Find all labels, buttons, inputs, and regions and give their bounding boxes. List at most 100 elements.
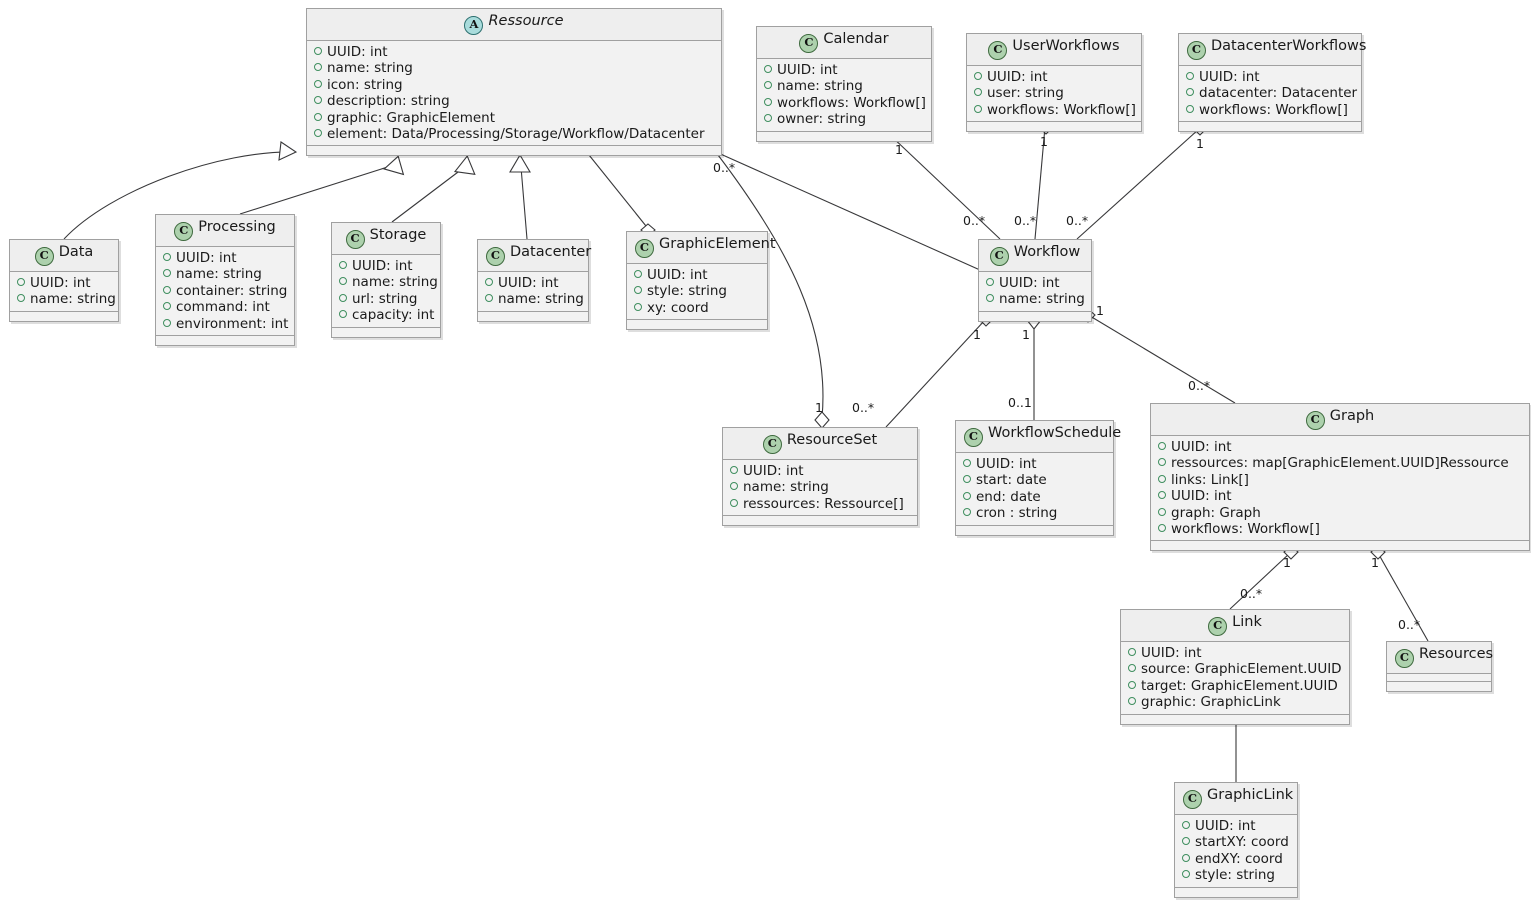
attribute-row: name: string (339, 274, 438, 290)
visibility-public-icon (1186, 72, 1194, 80)
attribute-text: UUID: int (327, 44, 388, 60)
attribute-text: start: date (976, 472, 1047, 489)
attribute-text: container: string (176, 282, 288, 299)
attribute-row: endXY: coord (1182, 851, 1289, 867)
visibility-public-icon (17, 278, 25, 286)
visibility-public-icon (163, 269, 171, 278)
class-attributes-resources (1387, 674, 1491, 682)
attribute-row: UUID: int (1182, 818, 1289, 834)
class-methods-link (1121, 714, 1349, 724)
attribute-text: name: string (30, 291, 116, 308)
visibility-public-icon (730, 466, 738, 474)
visibility-public-icon (1128, 680, 1136, 689)
class-icon: C (1208, 617, 1228, 636)
attribute-row: user: string (974, 85, 1133, 101)
attribute-text: links: Link[] (1171, 471, 1249, 488)
visibility-public-icon (1128, 697, 1136, 706)
visibility-public-icon (339, 277, 347, 286)
attribute-text: UUID: int (777, 62, 838, 78)
visibility-public-icon (986, 278, 994, 286)
attribute-row: graphic: GraphicLink (1128, 694, 1341, 710)
class-icon: C (486, 247, 505, 266)
visibility-public-icon (1182, 837, 1190, 846)
class-name-userworkflows: UserWorkflows (1012, 38, 1120, 54)
multiplicity-label: 0..* (963, 213, 986, 228)
visibility-public-icon (163, 253, 171, 261)
attribute-text: graph: Graph (1171, 504, 1261, 521)
class-icon: C (762, 435, 782, 454)
attribute-text: UUID: int (743, 463, 804, 479)
edge-workflow-to-resourceset (885, 319, 986, 428)
visibility-public-icon (634, 302, 642, 311)
attribute-text: capacity: int (352, 307, 435, 324)
class-name-workflowschedule: WorkflowSchedule (988, 425, 1122, 441)
visibility-public-icon (339, 293, 347, 302)
attribute-row: description: string (314, 93, 713, 109)
attribute-row: workflows: Workflow[] (764, 95, 926, 111)
attribute-text: UUID: int (999, 275, 1060, 291)
attribute-row: name: string (986, 291, 1085, 308)
attribute-row: UUID: int (314, 44, 713, 60)
attribute-text: name: string (999, 291, 1085, 308)
attribute-text: name: string (176, 266, 262, 283)
attribute-text: endXY: coord (1195, 850, 1283, 867)
class-methods-ressource (307, 146, 721, 156)
multiplicity-label: 1 (1040, 134, 1048, 149)
attribute-row: UUID: int (1158, 439, 1521, 455)
attribute-row: UUID: int (764, 62, 923, 78)
visibility-public-icon (764, 97, 772, 106)
class-icon: C (989, 247, 1009, 266)
attribute-text: UUID: int (1199, 69, 1260, 85)
attribute-text: UUID: int (30, 275, 91, 291)
attribute-text: command: int (176, 299, 270, 316)
attribute-text: UUID: int (647, 267, 708, 283)
multiplicity-label: 0..* (1398, 617, 1421, 632)
attribute-text: ressources: map[GraphicElement.UUID]Ress… (1171, 455, 1509, 472)
class-name-link: Link (1232, 614, 1262, 630)
attribute-row: url: string (339, 291, 432, 307)
visibility-public-icon (1128, 664, 1136, 673)
class-methods-storage (332, 327, 440, 337)
visibility-public-icon (974, 88, 982, 97)
attribute-text: style: string (647, 283, 727, 300)
attribute-row: name: string (314, 60, 713, 76)
attribute-row: start: date (963, 472, 1105, 488)
visibility-public-icon (1158, 491, 1166, 500)
generalization-arrow-data (278, 141, 298, 161)
visibility-public-icon (339, 310, 347, 319)
visibility-public-icon (314, 96, 322, 105)
attribute-row: name: string (485, 291, 584, 307)
